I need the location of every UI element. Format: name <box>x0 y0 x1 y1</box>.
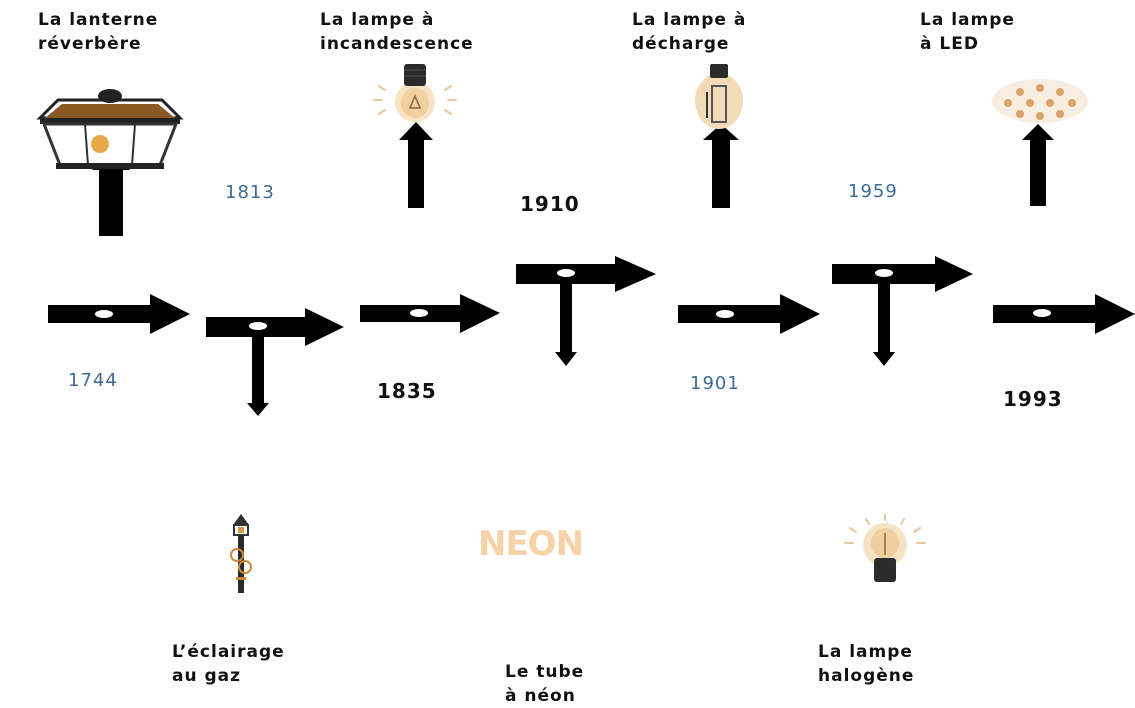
timeline-arrow-7 <box>993 294 1135 334</box>
label-decharge: La lampe à décharge <box>632 10 747 54</box>
year-1901: 1901 <box>690 373 740 394</box>
label-lanterne: La lanterne réverbère <box>38 10 159 54</box>
timeline-arrow-2 <box>206 308 344 416</box>
label-neon-tube: Le tube à néon <box>505 662 585 706</box>
label-halogene: La lampe halogène <box>818 642 915 686</box>
lantern-icon <box>36 89 184 169</box>
label-incandescence: La lampe à incandescence <box>320 10 474 54</box>
year-1813: 1813 <box>225 182 275 203</box>
led-lamp-icon <box>992 79 1088 123</box>
discharge-lamp-icon <box>695 64 743 129</box>
timeline-arrow-4 <box>516 256 656 366</box>
up-arrow-incandescence <box>399 122 433 208</box>
label-led: La lampe à LED <box>920 10 1015 54</box>
year-1993: 1993 <box>1003 387 1063 411</box>
timeline-arrow-1 <box>48 294 190 334</box>
up-arrow-decharge <box>703 124 739 208</box>
year-1744: 1744 <box>68 370 118 391</box>
timeline-arrow-3 <box>360 294 500 333</box>
gas-lamp-icon <box>230 514 252 593</box>
year-1835: 1835 <box>377 379 437 403</box>
neon-sign-icon: NEON <box>478 524 584 564</box>
timeline-arrow-6 <box>832 256 973 366</box>
halogen-bulb-icon <box>844 514 926 582</box>
timeline-arrow-5 <box>678 294 820 334</box>
label-gaz: L’éclairage au gaz <box>172 642 285 686</box>
up-arrow-led <box>1022 124 1054 206</box>
year-1959: 1959 <box>848 181 898 202</box>
year-1910: 1910 <box>520 192 580 216</box>
incandescent-bulb-icon <box>373 64 457 122</box>
